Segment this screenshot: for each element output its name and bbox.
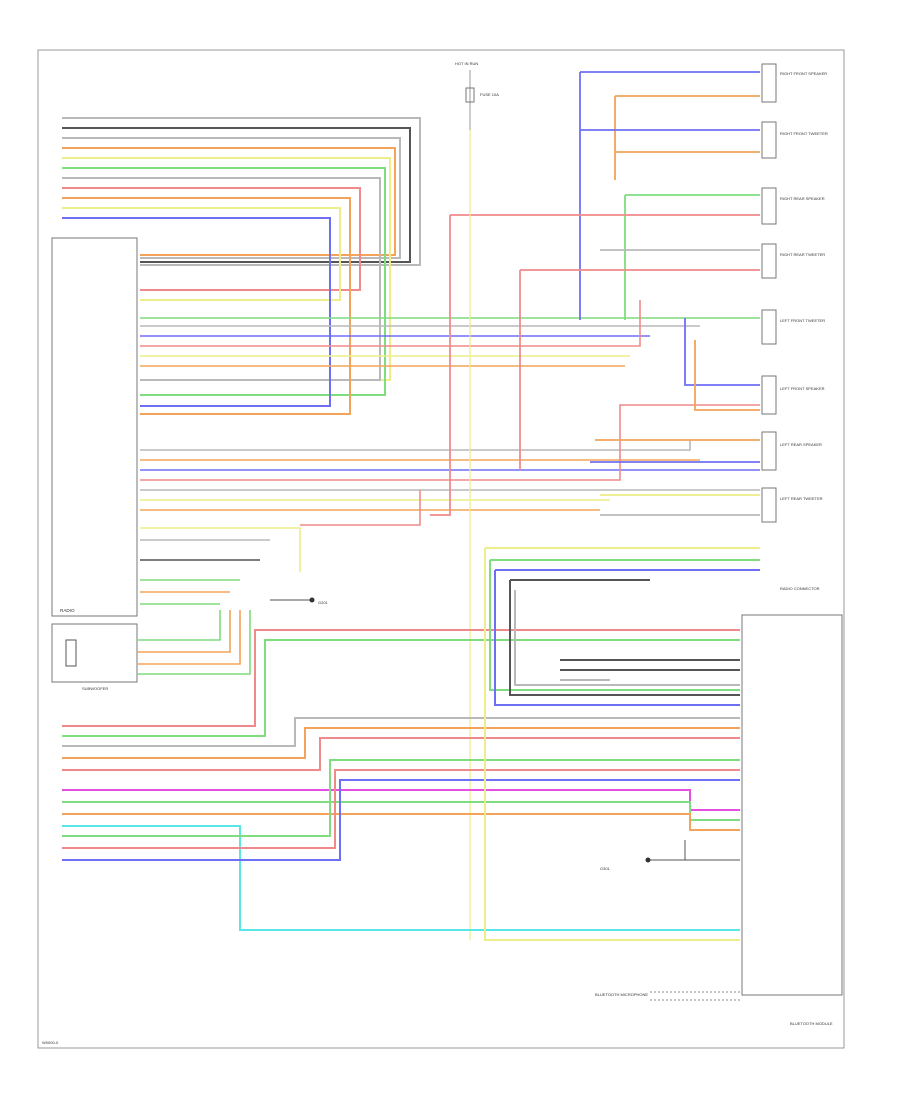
right-rear-speaker-label: RIGHT REAR SPEAKER	[780, 196, 825, 201]
subwoofer-box	[51, 623, 138, 683]
radio-connector-label: RADIO CONNECTOR	[780, 586, 820, 591]
fuse-symbol	[465, 87, 475, 103]
radio-speaker-wires	[140, 300, 760, 511]
fuse-area: HOT IN RUN FUSE 10A	[455, 61, 499, 940]
subwoofer-label: SUBWOOFER	[82, 686, 108, 691]
harness-top-left	[62, 117, 421, 415]
subwoofer-wires	[137, 610, 251, 675]
bluetooth-module-box	[741, 614, 843, 996]
left-front-tweeter-label: LEFT FRONT TWEETER	[780, 318, 825, 323]
bluetooth-module-label: BLUETOOTH MODULE	[790, 1021, 833, 1026]
right-rear-tweeter-box	[761, 243, 777, 279]
right-front-tweeter-box	[761, 121, 777, 159]
page-code: W0000-0	[42, 1040, 59, 1045]
fuse-note: FUSE 10A	[480, 92, 499, 97]
bt-microphone: BLUETOOTH MICROPHONE	[595, 991, 740, 1001]
left-front-tweeter-box	[761, 309, 777, 345]
left-rear-tweeter-box	[761, 487, 777, 523]
left-rear-speaker-label: LEFT REAR SPEAKER	[780, 442, 822, 447]
right-front-speaker-box	[761, 63, 777, 103]
ground-g201-label: G201	[318, 600, 329, 605]
hot-in-run-note: HOT IN RUN	[455, 61, 478, 66]
bt-microphone-label: BLUETOOTH MICROPHONE	[595, 992, 648, 997]
ground-g201: G201	[270, 597, 329, 605]
right-rear-speaker-box	[761, 187, 777, 225]
ground-g301: G301	[600, 840, 740, 871]
radio-upper-box	[51, 237, 138, 617]
left-rear-speaker-box	[761, 431, 777, 471]
right-front-tweeter-label: RIGHT FRONT TWEETER	[780, 131, 828, 136]
harness-lower-left	[62, 629, 740, 931]
left-front-speaker-box	[761, 375, 777, 415]
right-rear-tweeter-label: RIGHT REAR TWEETER	[780, 252, 825, 257]
ground-g301-label: G301	[600, 866, 611, 871]
radio-connector-wires	[484, 547, 760, 941]
subwoofer-icon	[65, 639, 77, 667]
radio-upper-label: RADIO	[60, 608, 75, 613]
right-speakers: RIGHT FRONT SPEAKER RIGHT FRONT TWEETER …	[761, 63, 828, 523]
right-speaker-wiring	[430, 71, 760, 516]
diagram-frame	[37, 49, 845, 1049]
left-front-speaker-label: LEFT FRONT SPEAKER	[780, 386, 825, 391]
middle-left-wires	[140, 490, 421, 605]
left-rear-tweeter-label: LEFT REAR TWEETER	[780, 496, 823, 501]
right-front-speaker-label: RIGHT FRONT SPEAKER	[780, 71, 827, 76]
